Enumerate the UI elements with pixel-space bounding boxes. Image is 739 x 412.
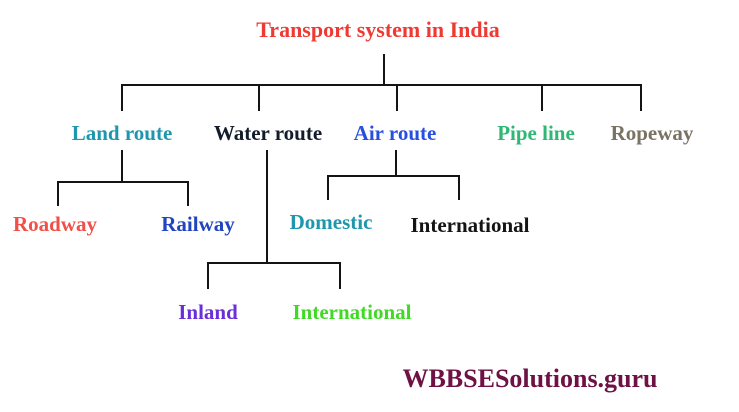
node-international-air: International: [410, 213, 530, 237]
connector-drop-land: [121, 84, 123, 111]
connector-air-bar: [327, 175, 460, 177]
connector-water-bar: [207, 262, 341, 264]
connector-drop-international-water: [339, 262, 341, 289]
connector-drop-pipe: [541, 84, 543, 111]
connector-water-drop: [266, 150, 268, 264]
connector-drop-air: [396, 84, 398, 111]
node-roadway: Roadway: [12, 212, 98, 236]
connector-drop-inland: [207, 262, 209, 289]
node-air-route: Air route: [353, 121, 437, 145]
connector-air-drop: [395, 150, 397, 177]
connector-drop-railway: [187, 181, 189, 206]
diagram-title: Transport system in India: [256, 17, 500, 42]
connector-drop-ropeway: [640, 84, 642, 111]
connector-land-drop: [121, 150, 123, 183]
connector-title-drop: [383, 54, 385, 85]
node-international-water: International: [292, 300, 412, 324]
node-domestic: Domestic: [289, 210, 373, 234]
connector-drop-roadway: [57, 181, 59, 206]
connector-drop-water: [258, 84, 260, 111]
watermark-text: WBBSESolutions.guru: [402, 364, 658, 393]
connector-drop-international-air: [458, 175, 460, 200]
node-pipe-line: Pipe line: [497, 121, 575, 145]
node-water-route: Water route: [213, 121, 323, 145]
node-ropeway: Ropeway: [610, 121, 694, 145]
node-railway: Railway: [161, 212, 235, 236]
node-inland: Inland: [178, 300, 238, 324]
connector-drop-domestic: [327, 175, 329, 200]
connector-level1-bar: [122, 84, 642, 86]
node-land-route: Land route: [71, 121, 173, 145]
connector-land-bar: [57, 181, 189, 183]
